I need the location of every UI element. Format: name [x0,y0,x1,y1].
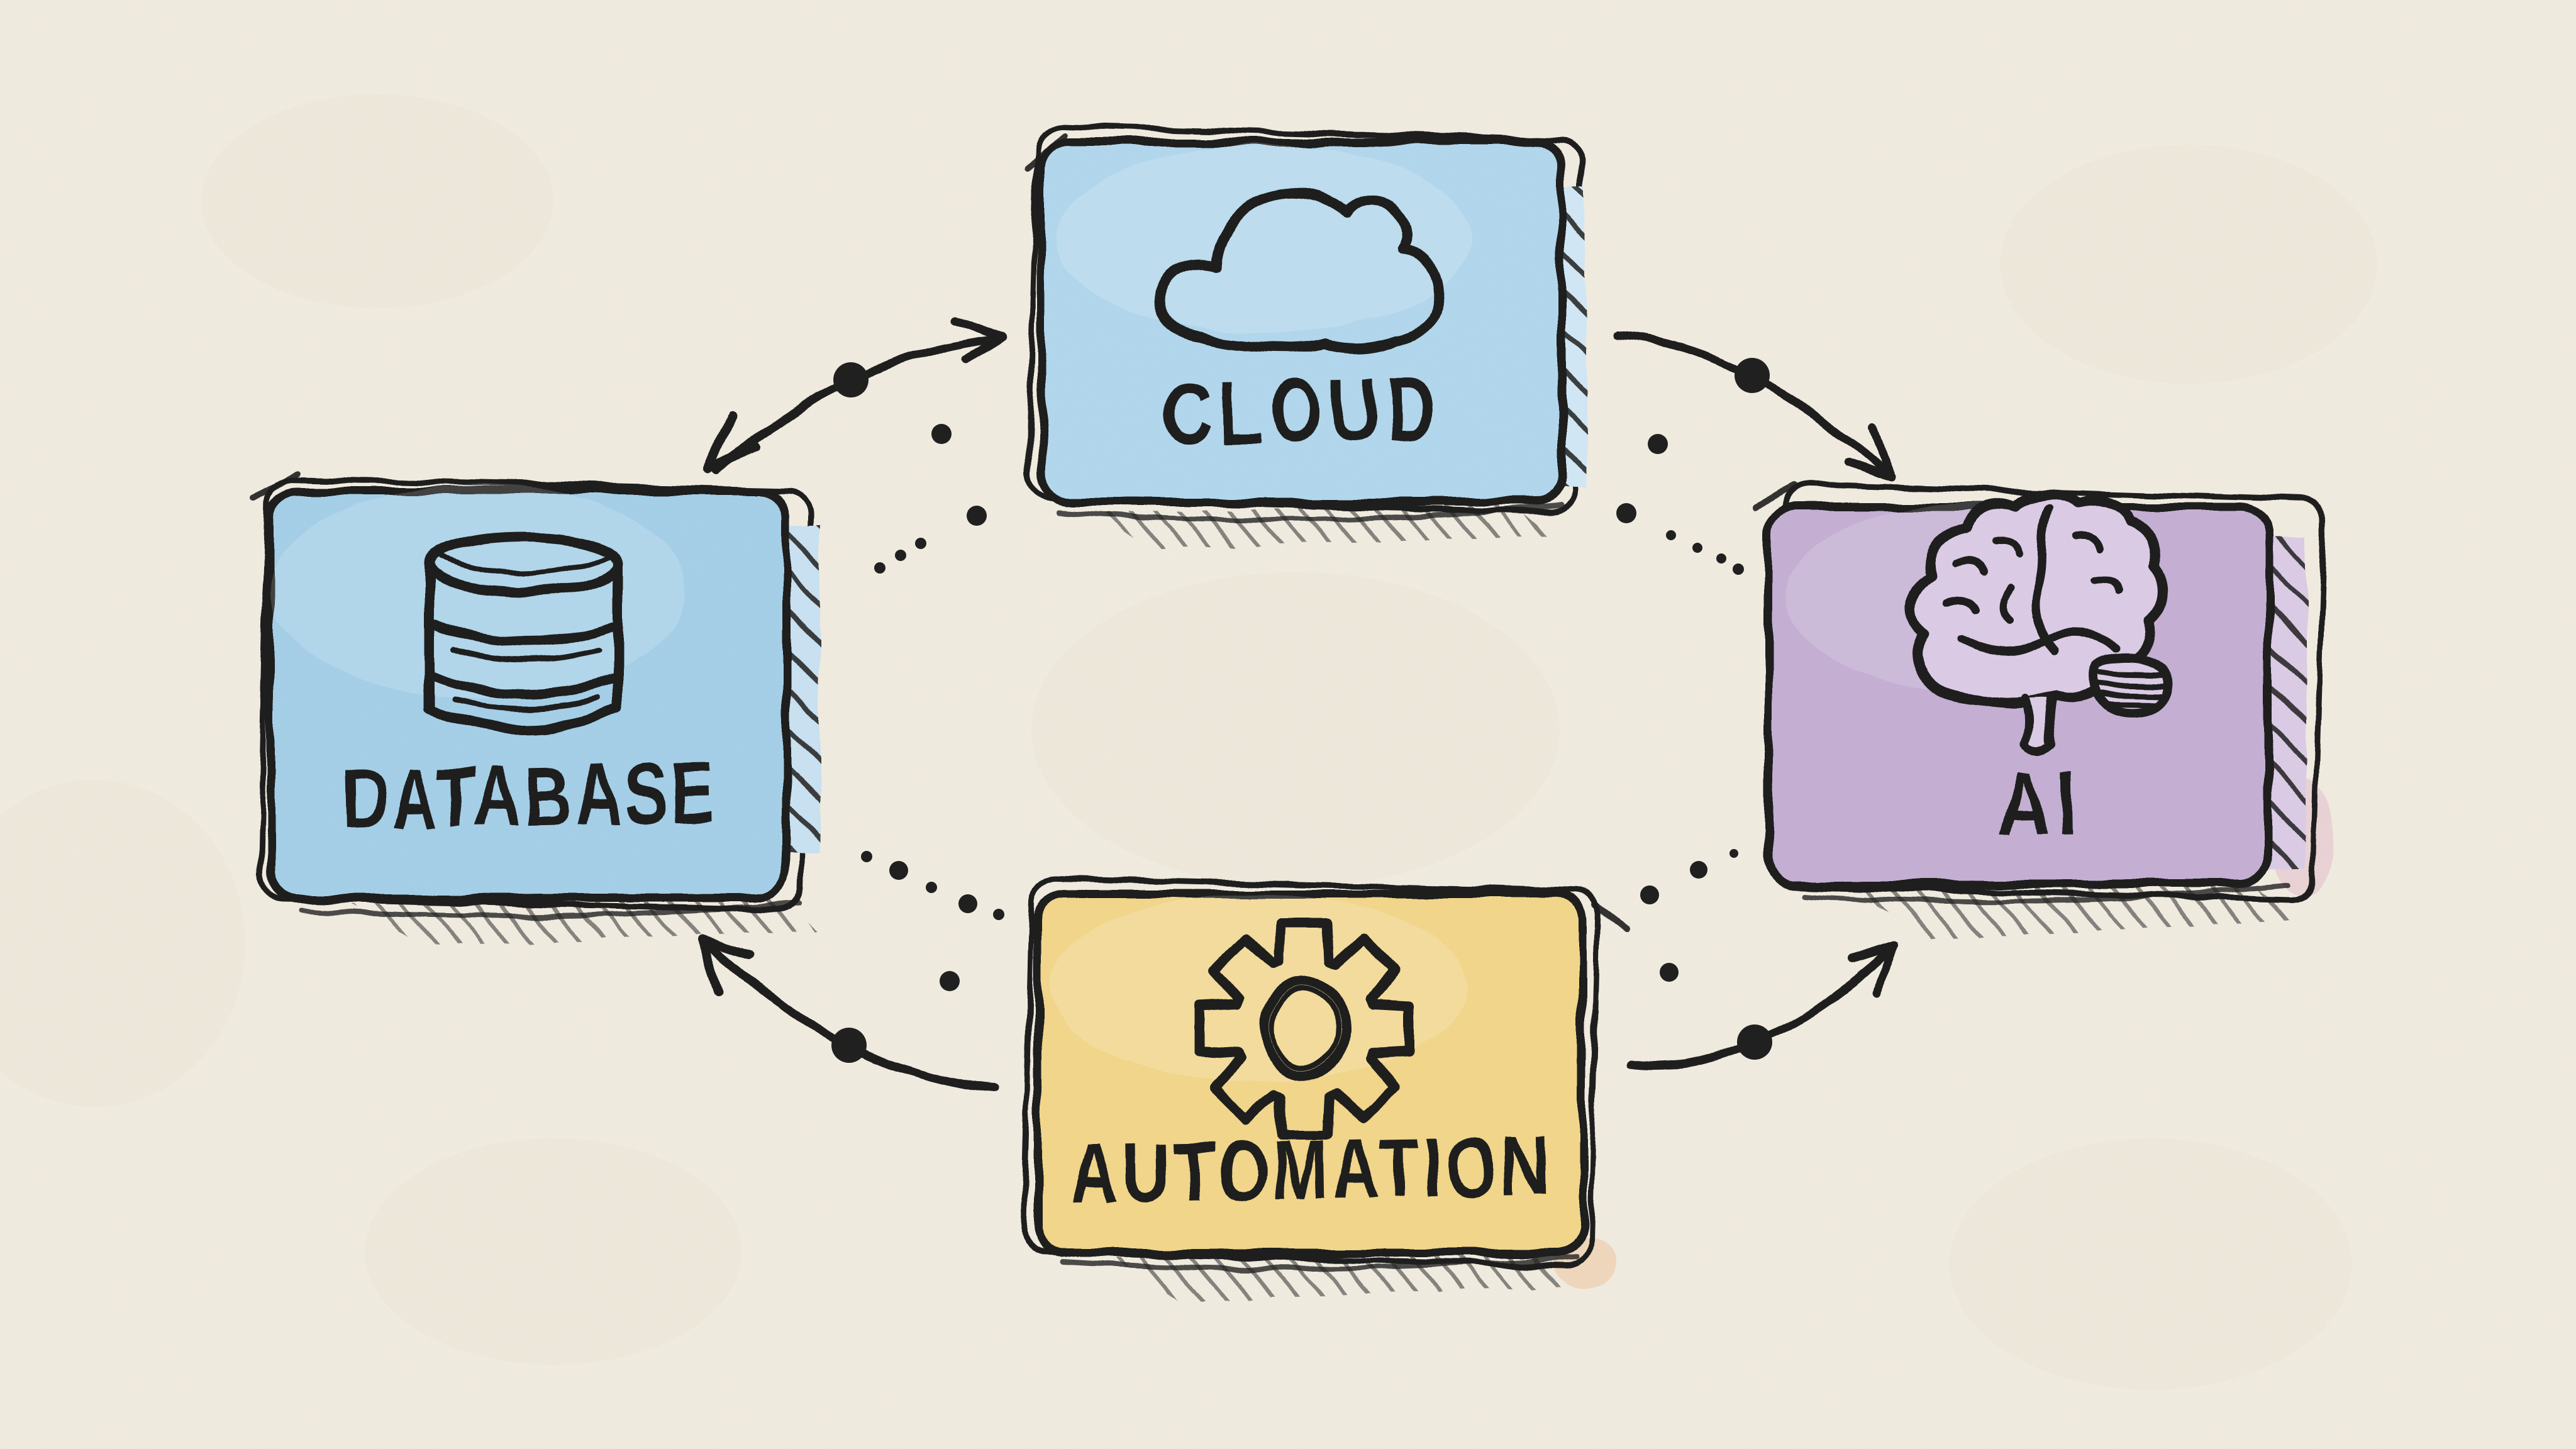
sketch-diagram: CLOUD DATABASE [0,0,2576,1449]
paper-grain-overlay [0,0,2576,1449]
diagram-canvas: CLOUD DATABASE [0,0,2576,1449]
